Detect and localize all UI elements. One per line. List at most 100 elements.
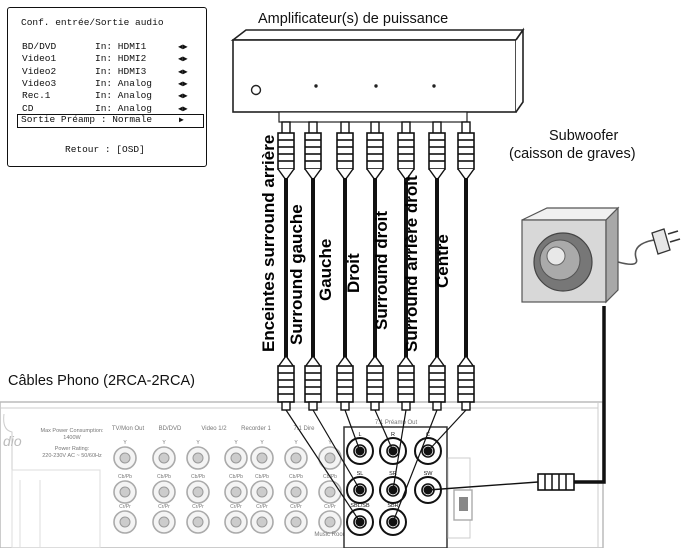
rca-plug-taper	[336, 354, 354, 368]
jack-center	[158, 486, 170, 498]
rca-plug-bottom	[277, 365, 295, 403]
rca-plug-tip	[340, 401, 350, 411]
power-rating-label: Power Rating:	[55, 446, 90, 452]
cable-connection-line	[344, 409, 361, 452]
jack-center	[256, 516, 268, 528]
rca-plug-bottom	[336, 365, 354, 403]
jack-center	[324, 516, 336, 528]
amplifier-power-button	[250, 84, 262, 96]
amplifier-top	[230, 29, 525, 41]
power-amplifier	[230, 27, 525, 123]
jack-label: Cr/Pr	[158, 504, 170, 510]
cable-connection-line	[285, 409, 361, 523]
rca-plug-top	[366, 132, 384, 170]
jack-label: Cr/Pr	[230, 504, 242, 510]
osd-row-input: In: Analog	[95, 90, 153, 102]
rca-plug-body	[277, 132, 295, 170]
rca-plug-taper	[277, 354, 295, 368]
rca-plug-bottom	[304, 365, 322, 403]
rca-plug-body	[304, 132, 322, 170]
jack-group-label: BD/DVD	[159, 426, 182, 432]
jack-center	[192, 516, 204, 528]
osd-row-source: CD	[22, 102, 34, 114]
preamp-jack-label: SW	[424, 471, 434, 477]
rca-cable	[428, 121, 446, 411]
osd-row-input: In: Analog	[95, 102, 153, 114]
rca-plug-body	[428, 365, 446, 403]
rca-plug-taper	[366, 354, 384, 368]
rca-plug-body	[277, 365, 295, 403]
power-plug-prong	[667, 230, 679, 235]
rca-plug-body	[457, 132, 475, 170]
receiver-rim	[0, 402, 599, 548]
osd-row-source: Video3	[22, 77, 57, 89]
osd-right-arrow-icon: ▶	[179, 116, 184, 125]
rca-plug-tip	[461, 121, 471, 135]
rca-plug-body	[336, 132, 354, 170]
jack-center	[256, 486, 268, 498]
jack-label: Cb/Pb	[229, 474, 243, 480]
jack-label: Cb/Pb	[157, 474, 171, 480]
subwoofer-rca-plug	[537, 473, 575, 491]
preamp-jack-label: C	[426, 432, 430, 438]
jack-group-label: 7.1 Dire	[293, 426, 315, 432]
receiver-panel-section	[11, 469, 101, 548]
amplifier-jack-strip	[278, 111, 468, 123]
rca-plug-top	[457, 132, 475, 170]
rca-plug-tip	[432, 401, 442, 411]
channel-label: Enceintes surround arrière	[259, 134, 278, 352]
rca-plug-tip	[461, 401, 471, 411]
osd-left-right-arrows-icon: ◀▶	[178, 104, 188, 114]
jack-group-label: Recorder 1	[241, 426, 271, 432]
cable-plug-dot	[355, 517, 365, 527]
jack-center	[290, 452, 302, 464]
osd-left-right-arrows-icon: ◀▶	[178, 79, 188, 89]
rca-plug-bottom	[457, 365, 475, 403]
amplifier-indicator-dot	[432, 84, 436, 88]
rca-plug-top	[428, 132, 446, 170]
rca-plug-tip	[308, 121, 318, 135]
cable-connection-line	[374, 409, 394, 452]
power-switch-rocker	[459, 497, 468, 511]
jack-label: Cb/Pb	[289, 474, 303, 480]
jack-center	[256, 452, 268, 464]
cable-plug-dot	[388, 446, 398, 456]
rca-plug-body	[304, 365, 322, 403]
subwoofer-side	[605, 206, 619, 304]
rca-plug-top	[277, 132, 295, 170]
power-consumption-value: 1400W	[63, 435, 81, 441]
rca-cable	[304, 121, 322, 411]
preamp-jack-label: SR	[389, 471, 397, 477]
power-plug-prong	[669, 238, 681, 243]
rca-plug-taper	[428, 354, 446, 368]
cable-plug-dot	[388, 485, 398, 495]
power-plug	[651, 228, 671, 255]
jack-group-label: Video 1/2	[201, 426, 227, 432]
rca-plug-bottom	[428, 365, 446, 403]
jack-label: Cb/Pb	[191, 474, 205, 480]
jack-center	[119, 452, 131, 464]
amplifier-front	[232, 39, 517, 113]
rca-plug-tip	[370, 401, 380, 411]
cables-label: Câbles Phono (2RCA-2RCA)	[8, 373, 195, 389]
jack-center	[230, 452, 242, 464]
jack-label: Cr/Pr	[324, 504, 336, 510]
rca-plug-tip	[308, 401, 318, 411]
jack-group-label: TV/Mon Out	[112, 426, 145, 432]
power-rating-value: 220-230V AC ~ 50/60Hz	[42, 453, 102, 459]
subwoofer-driver-cap	[546, 246, 566, 266]
rca-plug-taper	[397, 354, 415, 368]
amplifier-side	[515, 27, 524, 113]
rca-plug-tip	[281, 401, 291, 411]
subwoofer-jack-dot	[423, 485, 433, 495]
channel-label: Droit	[344, 253, 363, 293]
jack-center	[324, 452, 336, 464]
rca-plug-bottom	[397, 365, 415, 403]
jack-center	[192, 452, 204, 464]
channel-label: Surround arrière droit	[402, 175, 421, 352]
osd-row-source: BD/DVD	[22, 41, 57, 52]
rca-plug-tip	[370, 121, 380, 135]
rca-plug-body	[397, 365, 415, 403]
